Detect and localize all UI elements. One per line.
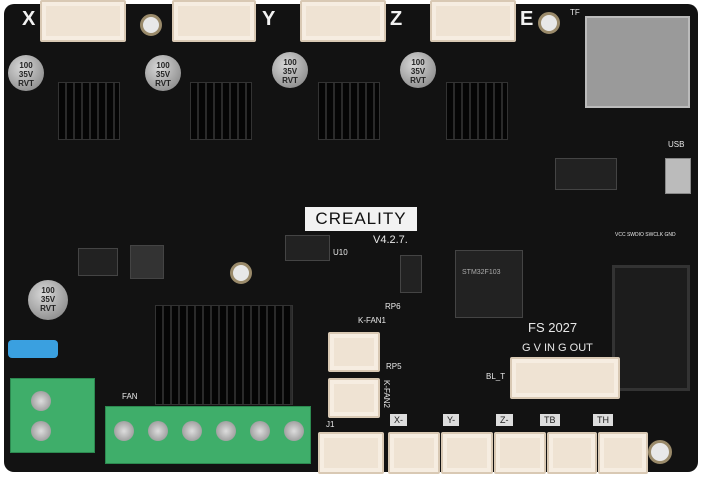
j1-connector[interactable] (318, 432, 384, 474)
mcu-chip: STM32F103 (455, 250, 523, 318)
bl-touch-pins-label: G V IN G OUT (522, 342, 593, 354)
version-label: V4.2.7. (373, 234, 408, 246)
sd-label: TF (570, 8, 580, 17)
electrolytic-capacitor: 100 35V RVT (400, 52, 436, 88)
chip-u9 (555, 158, 617, 190)
u10-label: U10 (333, 248, 348, 257)
rp6-label: RP6 (385, 302, 401, 311)
z-endstop-connector[interactable] (494, 432, 546, 474)
swd-label: VCC SWDIO SWCLK GND (615, 232, 676, 238)
usb-port[interactable] (665, 158, 691, 194)
axis-label-z: Z (390, 8, 403, 30)
axis-label-e: E (520, 8, 534, 30)
screw-icon[interactable] (250, 421, 270, 441)
sd-card-slot[interactable] (585, 16, 690, 108)
screw-icon[interactable] (216, 421, 236, 441)
power-terminal[interactable] (10, 378, 95, 453)
lcd-header-p1[interactable] (612, 265, 690, 391)
z-endstop-label: Z- (496, 414, 513, 426)
driver-heatsink-y (190, 82, 252, 140)
screw-icon[interactable] (148, 421, 168, 441)
x-motor-connector (40, 0, 126, 42)
bl-touch-connector[interactable] (510, 357, 620, 399)
fs-code: FS 2027 (528, 320, 578, 335)
th-thermistor-connector[interactable] (598, 432, 648, 474)
electrolytic-capacitor: 100 35V RVT (8, 55, 44, 91)
j1-label: J1 (326, 420, 335, 429)
x-endstop-label: X- (390, 414, 407, 426)
inductor (130, 245, 164, 279)
mounting-hole (230, 262, 252, 284)
bl-touch-label: BL_T (486, 372, 506, 381)
chip-regulator (78, 248, 118, 276)
k-fan1-label: K-FAN1 (358, 316, 387, 325)
driver-heatsink-x (58, 82, 120, 140)
tb-thermistor-connector[interactable] (547, 432, 597, 474)
tb-label: TB (540, 414, 560, 426)
heater-terminal[interactable] (105, 406, 311, 464)
creality-logo: CREALITY (305, 207, 417, 231)
electrolytic-capacitor: 100 35V RVT (145, 55, 181, 91)
screw-icon[interactable] (31, 391, 51, 411)
k-fan1-connector[interactable] (328, 332, 380, 372)
screw-icon[interactable] (182, 421, 202, 441)
screw-icon[interactable] (284, 421, 304, 441)
x-endstop-connector[interactable] (388, 432, 440, 474)
mounting-hole (140, 14, 162, 36)
mosfet-heatsink (155, 305, 293, 405)
electrolytic-capacitor: 100 35V RVT (28, 280, 68, 320)
th-label: TH (593, 414, 613, 426)
z-motor-connector (300, 0, 386, 42)
usb-label: USB (668, 140, 685, 149)
fan-label: FAN (122, 392, 138, 401)
driver-heatsink-e (446, 82, 508, 140)
screw-icon[interactable] (114, 421, 134, 441)
axis-label-x: X (22, 8, 36, 30)
driver-heatsink-z (318, 82, 380, 140)
y-endstop-label: Y- (443, 414, 460, 426)
chip-u10 (285, 235, 330, 261)
axis-label-y: Y (262, 8, 276, 30)
rp5-label: RP5 (386, 362, 402, 371)
y-endstop-connector[interactable] (441, 432, 493, 474)
mounting-hole (538, 12, 560, 34)
k-fan2-connector[interactable] (328, 378, 380, 418)
crystal-y3 (400, 255, 422, 293)
fuse (8, 340, 58, 358)
mounting-hole (648, 440, 672, 464)
e-motor-connector (430, 0, 516, 42)
k-fan2-label: K-FAN2 (382, 380, 391, 409)
screw-icon[interactable] (31, 421, 51, 441)
y-motor-connector (172, 0, 256, 42)
electrolytic-capacitor: 100 35V RVT (272, 52, 308, 88)
